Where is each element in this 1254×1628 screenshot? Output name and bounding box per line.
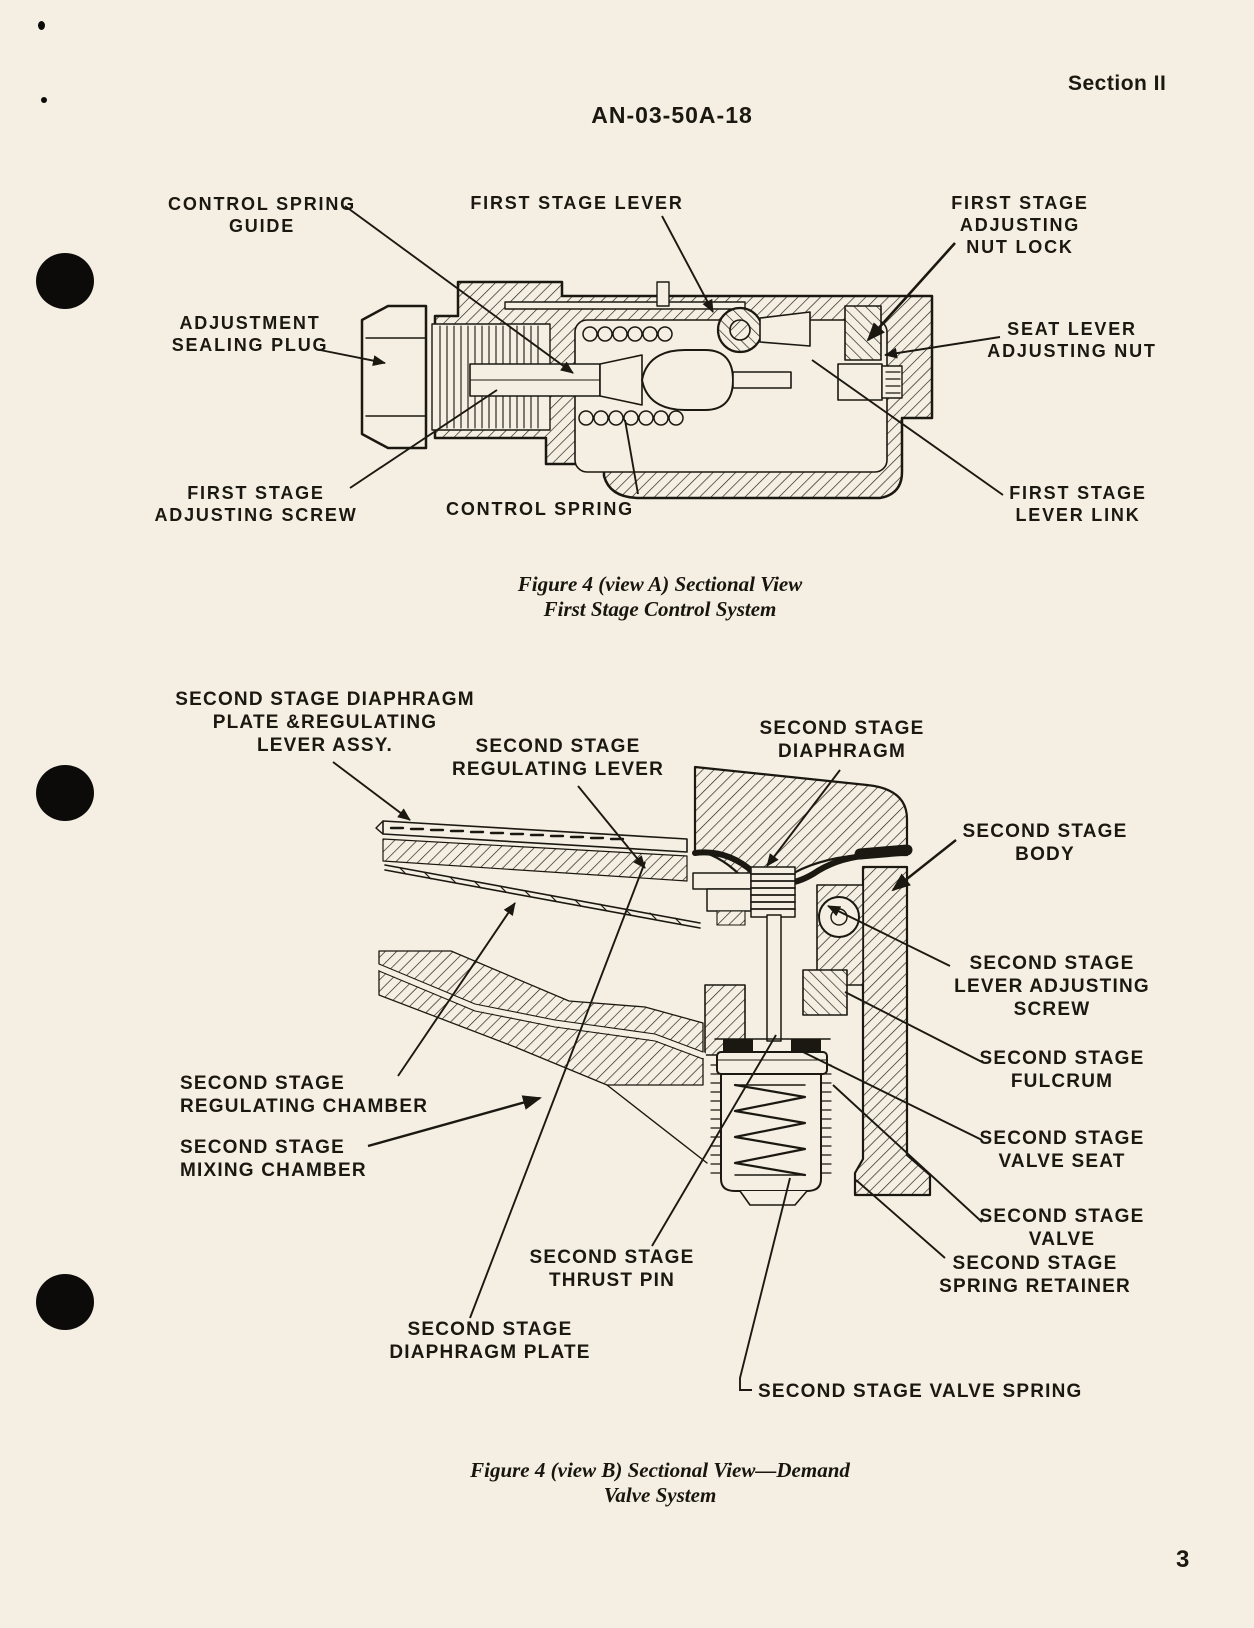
label-first-stage-adjusting-nut-lock: FIRST STAGE ADJUSTING NUT LOCK [951,193,1089,257]
label-first-stage-adjusting-screw: FIRST STAGE ADJUSTING SCREW [154,483,358,525]
doc-number: AN-03-50A-18 [591,102,753,128]
figure-a-drawing [360,280,934,500]
label-adjustment-sealing-plug: ADJUSTMENT SEALING PLUG [171,313,329,355]
label-second-stage-valve: SECOND STAGE VALVE [979,1206,1145,1250]
label-second-stage-diaphragm-plate-assy: SECOND STAGE DIAPHRAGM PLATE &REGULATING… [175,689,475,756]
figure-b-drawing [375,765,932,1206]
label-second-stage-regulating-chamber: SECOND STAGE REGULATING CHAMBER [180,1073,429,1117]
binder-hole [36,765,94,821]
label-second-stage-spring-retainer: SECOND STAGE SPRING RETAINER [939,1253,1131,1297]
page-number: 3 [1176,1546,1190,1573]
figure-a-caption: Figure 4 (view A) Sectional View First S… [517,572,803,621]
label-second-stage-mixing-chamber: SECOND STAGE MIXING CHAMBER [180,1137,367,1181]
label-second-stage-lever-adjusting-screw: SECOND STAGE LEVER ADJUSTING SCREW [954,953,1150,1020]
label-first-stage-lever-link: FIRST STAGE LEVER LINK [1009,483,1147,525]
label-control-spring-guide: CONTROL SPRING GUIDE [168,194,356,236]
label-second-stage-body: SECOND STAGE BODY [962,821,1128,865]
ink-speck [41,97,47,103]
label-control-spring: CONTROL SPRING [446,499,634,519]
label-second-stage-regulating-lever: SECOND STAGE REGULATING LEVER [451,736,665,780]
label-first-stage-lever: FIRST STAGE LEVER [470,193,684,213]
ink-speck [38,21,45,30]
label-second-stage-valve-seat: SECOND STAGE VALVE SEAT [979,1128,1145,1172]
label-second-stage-fulcrum: SECOND STAGE FULCRUM [979,1048,1145,1092]
label-second-stage-diaphragm: SECOND STAGE DIAPHRAGM [759,718,925,762]
section-header: Section II [1068,72,1167,95]
label-second-stage-valve-spring: SECOND STAGE VALVE SPRING [758,1381,1083,1402]
binder-hole [36,1274,94,1330]
figure-a-leader-lines [319,205,1004,496]
label-second-stage-diaphragm-plate: SECOND STAGE DIAPHRAGM PLATE [389,1319,591,1363]
label-seat-lever-adjusting-nut: SEAT LEVER ADJUSTING NUT [987,319,1157,361]
figure-b-leader-lines [332,761,983,1391]
figure-b-caption: Figure 4 (view B) Sectional View—Demand … [470,1458,850,1507]
binder-hole [36,253,94,309]
label-second-stage-thrust-pin: SECOND STAGE THRUST PIN [529,1247,695,1291]
